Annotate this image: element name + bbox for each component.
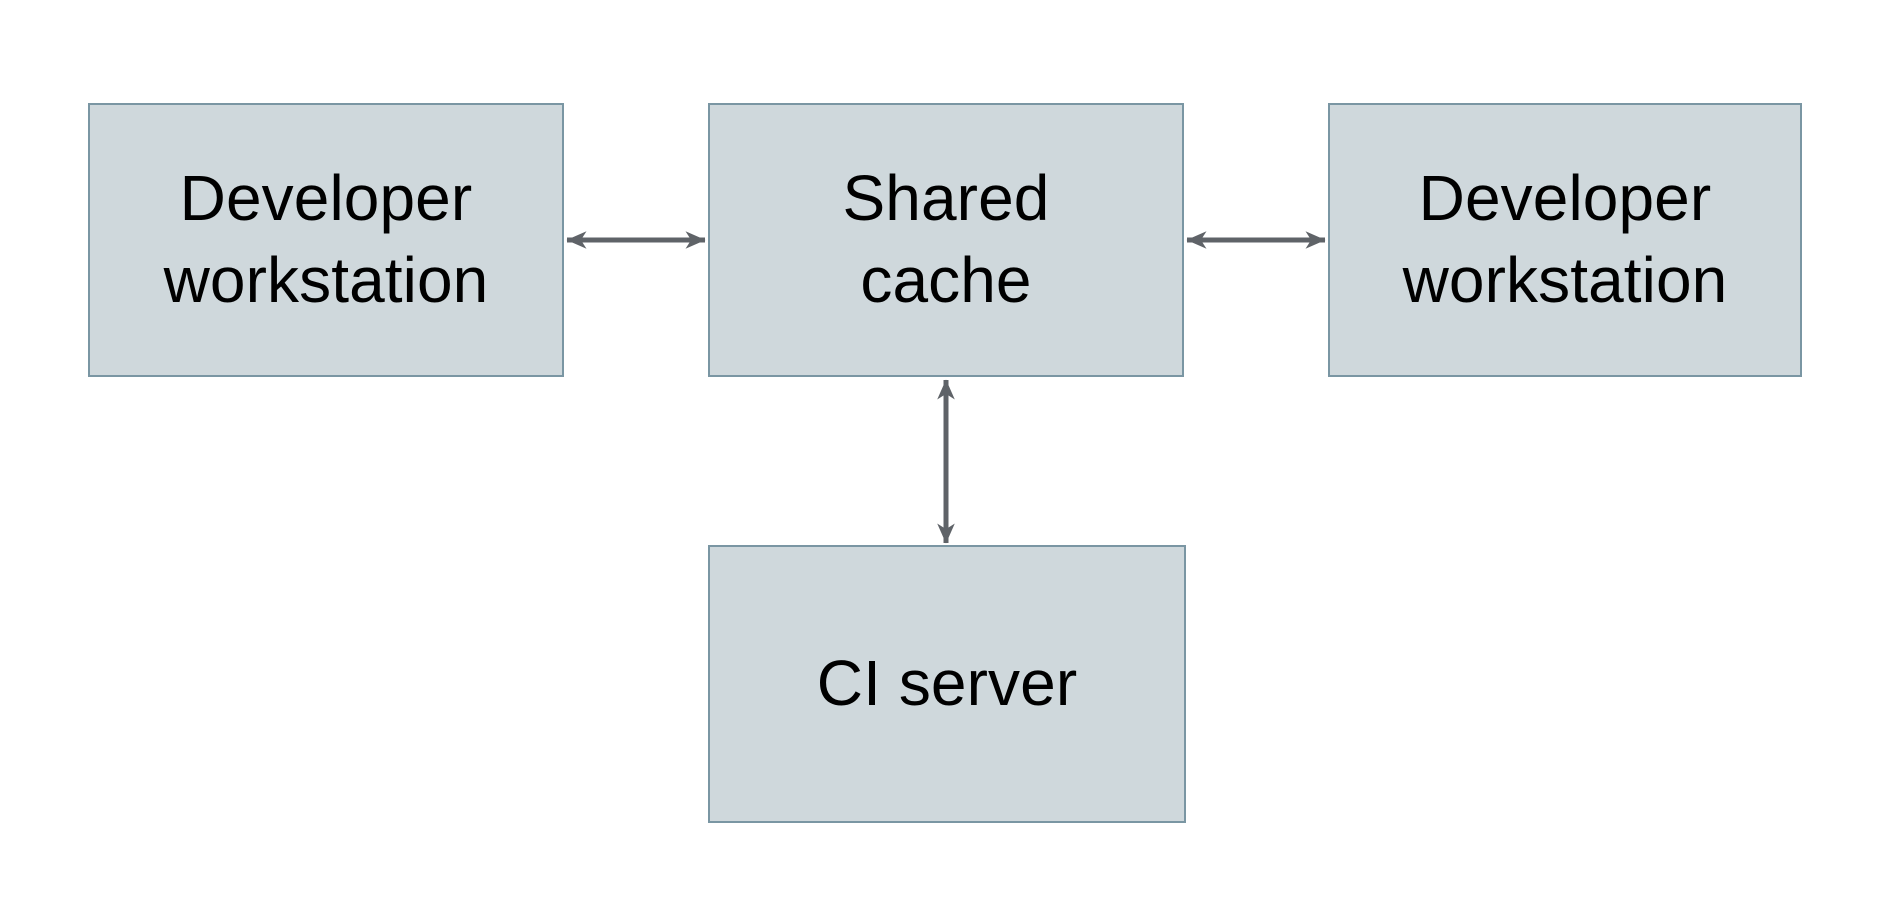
node-label: Shared cache [842, 162, 1050, 316]
node-label: CI server [816, 647, 1078, 720]
node-ci-server[interactable]: CI server [708, 545, 1186, 823]
node-label: Developer workstation [1402, 162, 1728, 316]
node-developer-workstation-left[interactable]: Developer workstation [88, 103, 564, 377]
node-shared-cache[interactable]: Shared cache [708, 103, 1184, 377]
node-label: Developer workstation [163, 162, 489, 316]
node-developer-workstation-right[interactable]: Developer workstation [1328, 103, 1802, 377]
